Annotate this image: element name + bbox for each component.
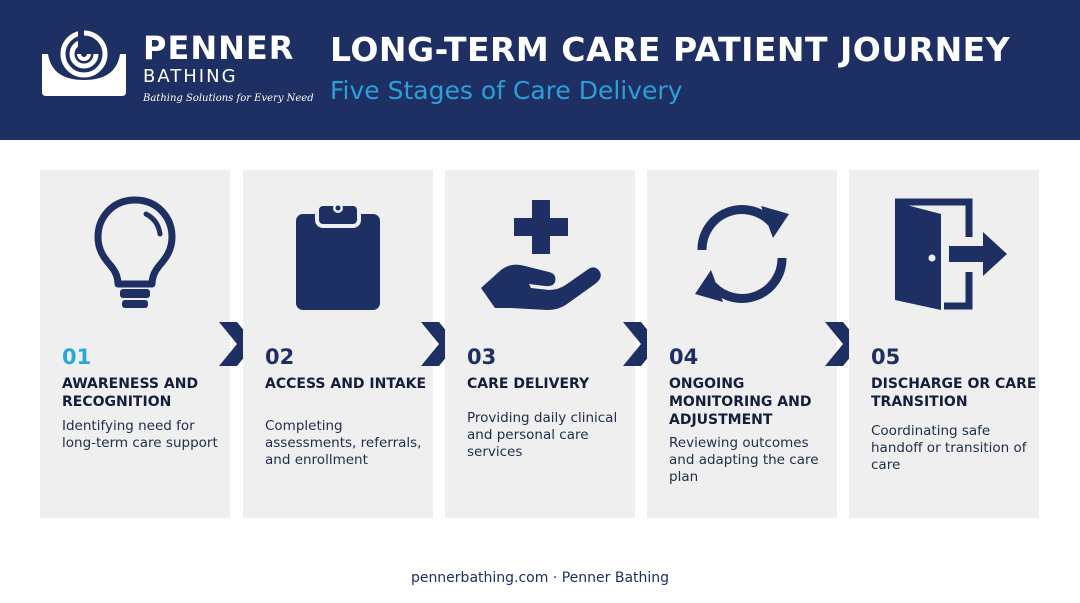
penner-logo-icon: [42, 30, 126, 96]
page-subtitle: Five Stages of Care Delivery: [330, 76, 683, 105]
stage-number: 03: [467, 345, 497, 369]
stage-card-1: 01 AWARENESS AND RECOGNITION Identifying…: [40, 170, 230, 518]
exit-door-icon: [895, 198, 1007, 310]
refresh-cycle-icon: [695, 205, 789, 303]
stage-title: DISCHARGE OR CARE TRANSITION: [871, 376, 1037, 410]
header-banner: PENNER BATHING Bathing Solutions for Eve…: [0, 0, 1080, 140]
clipboard-icon: [296, 202, 380, 310]
stage-description: Completing assessments, referrals, and e…: [265, 418, 422, 468]
footer-text: pennerbathing.com · Penner Bathing: [410, 570, 670, 586]
stage-description: Providing daily clinical and personal ca…: [467, 410, 618, 460]
stage-description: Identifying need for long-term care supp…: [62, 418, 218, 451]
stage-description: Coordinating safe handoff or transition …: [871, 423, 1027, 473]
lightbulb-icon: [94, 196, 176, 308]
stage-title: CARE DELIVERY: [467, 376, 590, 392]
stage-card-2: 02 ACCESS AND INTAKE Completing assessme…: [243, 170, 433, 518]
stage-title: ACCESS AND INTAKE: [265, 376, 427, 392]
brand-tagline: Bathing Solutions for Every Need: [143, 93, 314, 104]
stage-card-3: 03 CARE DELIVERY Providing daily clinica…: [445, 170, 635, 518]
brand-name: PENNER: [143, 29, 295, 67]
stage-number: 01: [62, 345, 92, 369]
page-title: LONG-TERM CARE PATIENT JOURNEY: [330, 30, 1011, 69]
stage-title: AWARENESS AND RECOGNITION: [62, 376, 199, 410]
brand-subname: BATHING: [143, 66, 238, 87]
stage-number: 05: [871, 345, 901, 369]
stage-title: ONGOING MONITORING AND ADJUSTMENT: [669, 376, 812, 428]
stage-card-5: 05 DISCHARGE OR CARE TRANSITION Coordina…: [849, 170, 1039, 518]
stage-number: 02: [265, 345, 295, 369]
stage-description: Reviewing outcomes and adapting the care…: [669, 435, 819, 485]
hand-plus-icon: [481, 200, 601, 310]
stage-number: 04: [669, 345, 699, 369]
stage-card-4: 04 ONGOING MONITORING AND ADJUSTMENT Rev…: [647, 170, 837, 518]
